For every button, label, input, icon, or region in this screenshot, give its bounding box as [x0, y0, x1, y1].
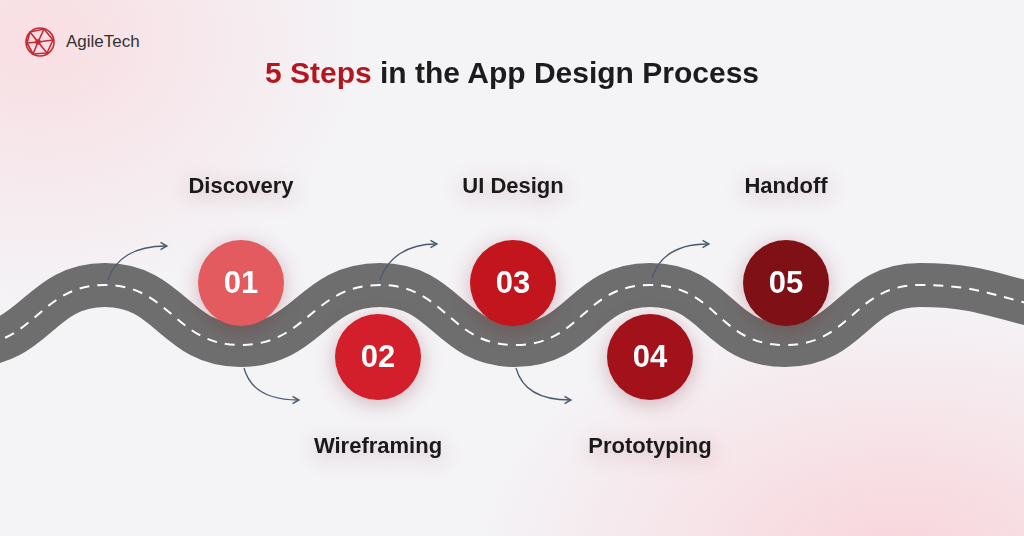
step-circle: 04Prototyping [607, 314, 693, 400]
direction-arrows [108, 244, 708, 400]
step-name: Prototyping [520, 433, 780, 459]
circle-fill [335, 314, 421, 400]
step-name: UI Design [383, 173, 643, 199]
curved-arrow [380, 244, 436, 280]
step-name: Wireframing [248, 433, 508, 459]
title-block: 5 Steps in the App Design Process [0, 54, 1024, 92]
step-circle: 02Wireframing [335, 314, 421, 400]
step-name: Handoff [656, 173, 916, 199]
circle-fill [198, 240, 284, 326]
step-circle: 05Handoff [743, 240, 829, 326]
circle-fill [607, 314, 693, 400]
logo-facet [27, 29, 53, 54]
logo-facet [27, 29, 53, 54]
circle-fill [470, 240, 556, 326]
logo-outline [26, 28, 54, 56]
step-number: 02 [335, 314, 421, 400]
step-number: 04 [607, 314, 693, 400]
curved-arrow [516, 368, 570, 400]
logo-text: AgileTech [66, 31, 140, 53]
step-number: 01 [198, 240, 284, 326]
step-circle: 01Discovery [198, 240, 284, 326]
step-circle: 03UI Design [470, 240, 556, 326]
step-number: 03 [470, 240, 556, 326]
logo-dot [36, 40, 40, 44]
curved-arrow [652, 244, 708, 278]
curved-arrow [244, 368, 298, 400]
logo-icon [26, 28, 54, 56]
circle-fill [743, 240, 829, 326]
step-number: 05 [743, 240, 829, 326]
diagram-title: 5 Steps in the App Design Process [265, 54, 759, 92]
curved-arrow [108, 246, 166, 280]
step-name: Discovery [111, 173, 371, 199]
